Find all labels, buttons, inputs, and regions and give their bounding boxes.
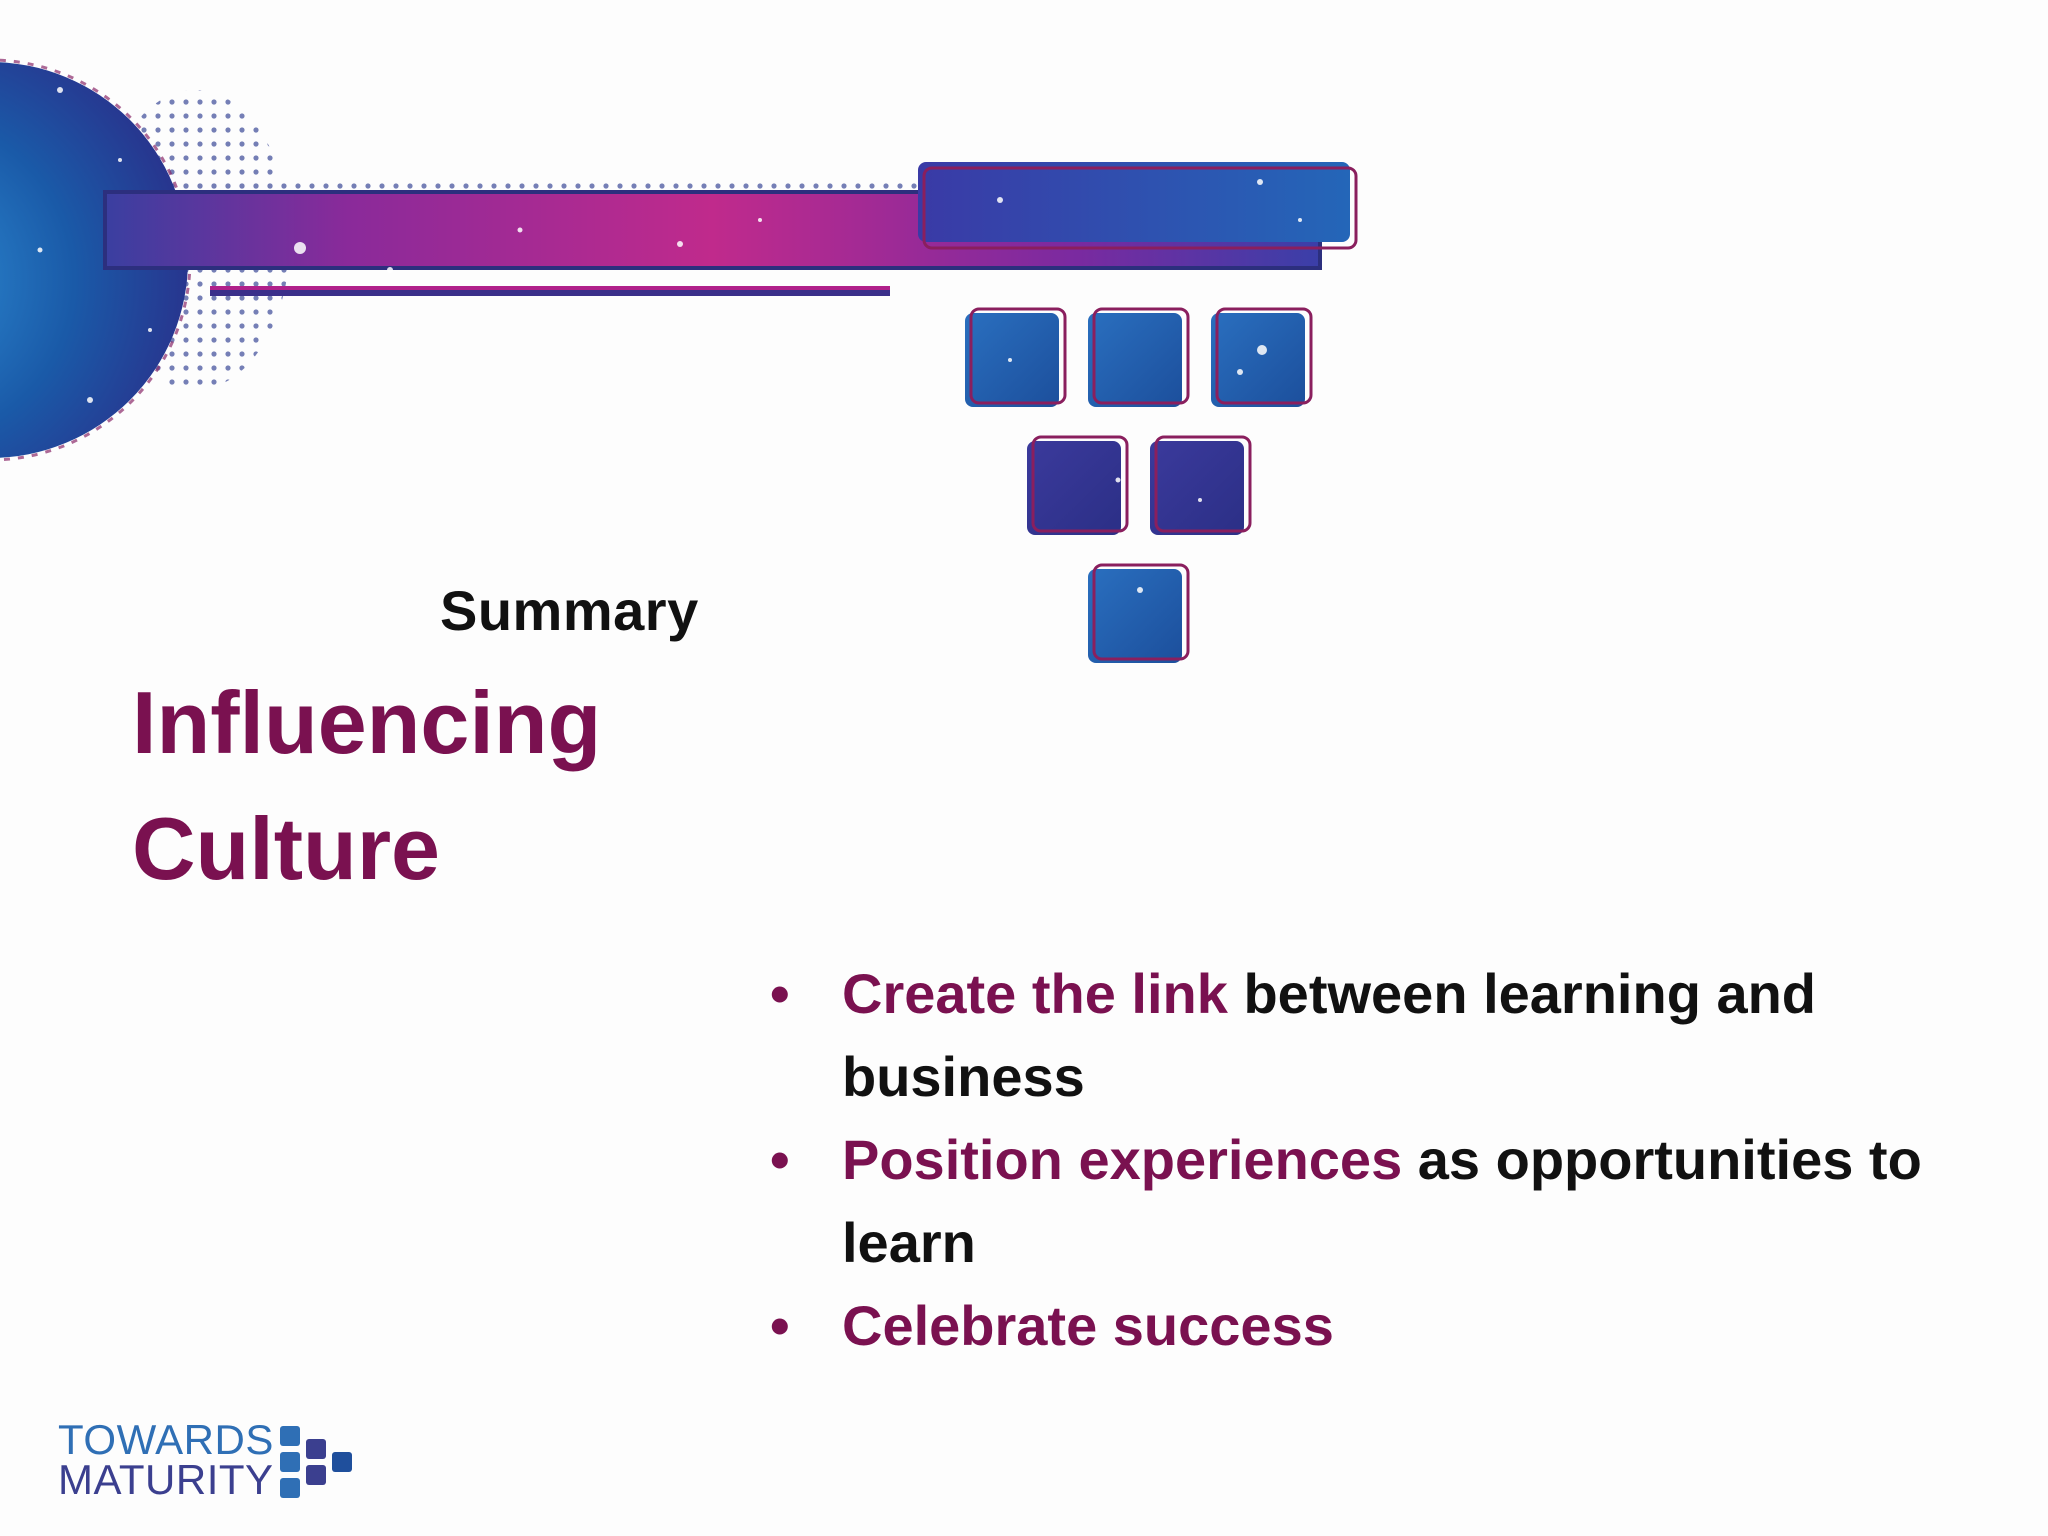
key-blocks-graphic bbox=[0, 58, 1358, 663]
bullet-icon: • bbox=[770, 962, 790, 1025]
towards-maturity-logo: TOWARDS MATURITY bbox=[58, 1416, 378, 1510]
logo-blocks-icon bbox=[280, 1426, 352, 1498]
bullet-list: • Create the link between learning and b… bbox=[770, 952, 1970, 1367]
logo-line-1: TOWARDS bbox=[58, 1416, 274, 1463]
title-line-1: Influencing bbox=[132, 673, 602, 772]
bullet-icon: • bbox=[770, 1294, 790, 1357]
bullet-icon: • bbox=[770, 1128, 790, 1191]
logo-wordmark: TOWARDS MATURITY bbox=[58, 1416, 274, 1503]
block-grid bbox=[965, 307, 1313, 663]
bullet-text: as opportunities to learn bbox=[842, 1128, 1922, 1274]
speckles bbox=[37, 87, 1302, 593]
logo-line-2: MATURITY bbox=[58, 1456, 274, 1503]
bullet-item: • Create the link between learning and b… bbox=[770, 952, 1970, 1118]
title-line-2: Culture bbox=[132, 799, 440, 898]
slide-title: Influencing Culture bbox=[132, 660, 601, 912]
bullet-highlight: Celebrate success bbox=[842, 1294, 1334, 1357]
bullet-item: • Celebrate success bbox=[770, 1284, 1970, 1367]
decorative-circle bbox=[0, 62, 188, 458]
bullet-highlight: Create the link bbox=[842, 962, 1228, 1025]
section-label: Summary bbox=[440, 579, 699, 642]
bullet-highlight: Position experiences bbox=[842, 1128, 1403, 1191]
bullet-item: • Position experiences as opportunities … bbox=[770, 1118, 1970, 1284]
bullet-text: between learning and business bbox=[842, 962, 1817, 1108]
key-head-block bbox=[918, 162, 1350, 242]
